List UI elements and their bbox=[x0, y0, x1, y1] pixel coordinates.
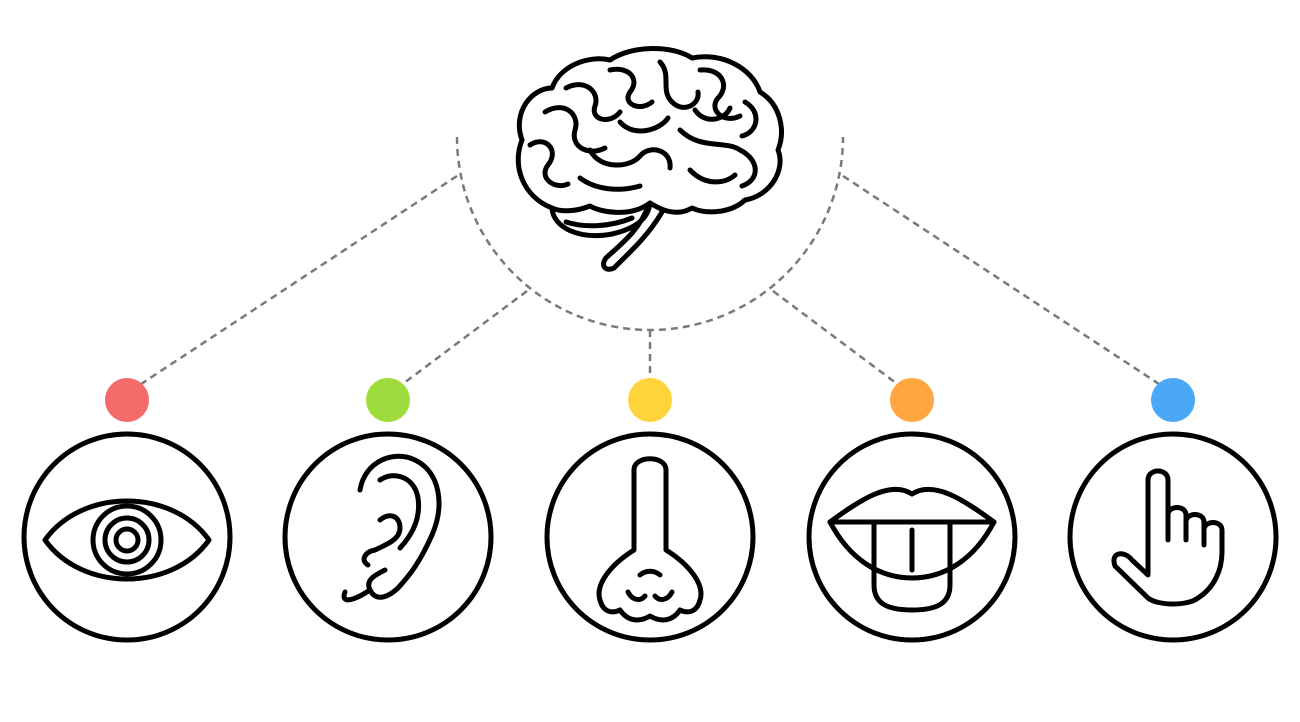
connector-touch bbox=[842, 174, 1163, 388]
sight-dot bbox=[105, 378, 149, 422]
connector-taste bbox=[772, 289, 901, 388]
sense-smell bbox=[544, 431, 756, 643]
brain-icon bbox=[515, 46, 784, 272]
touch-dot bbox=[1151, 378, 1195, 422]
mouth-tongue-icon bbox=[827, 486, 997, 613]
hearing-dot bbox=[366, 378, 410, 422]
connector-sight bbox=[137, 174, 458, 388]
sense-sight bbox=[21, 431, 233, 643]
connector-hearing bbox=[399, 289, 528, 388]
sense-dots bbox=[105, 378, 1195, 422]
sense-taste bbox=[806, 431, 1018, 643]
brain-arc bbox=[455, 136, 845, 332]
ear-icon bbox=[341, 453, 442, 603]
taste-dot bbox=[890, 378, 934, 422]
nose-icon bbox=[596, 456, 704, 623]
hand-pointer-icon bbox=[1111, 468, 1225, 607]
sense-hearing bbox=[282, 431, 494, 643]
eye-icon bbox=[42, 498, 212, 582]
sense-touch bbox=[1067, 431, 1279, 643]
connector-lines bbox=[137, 136, 1163, 388]
smell-dot bbox=[628, 378, 672, 422]
